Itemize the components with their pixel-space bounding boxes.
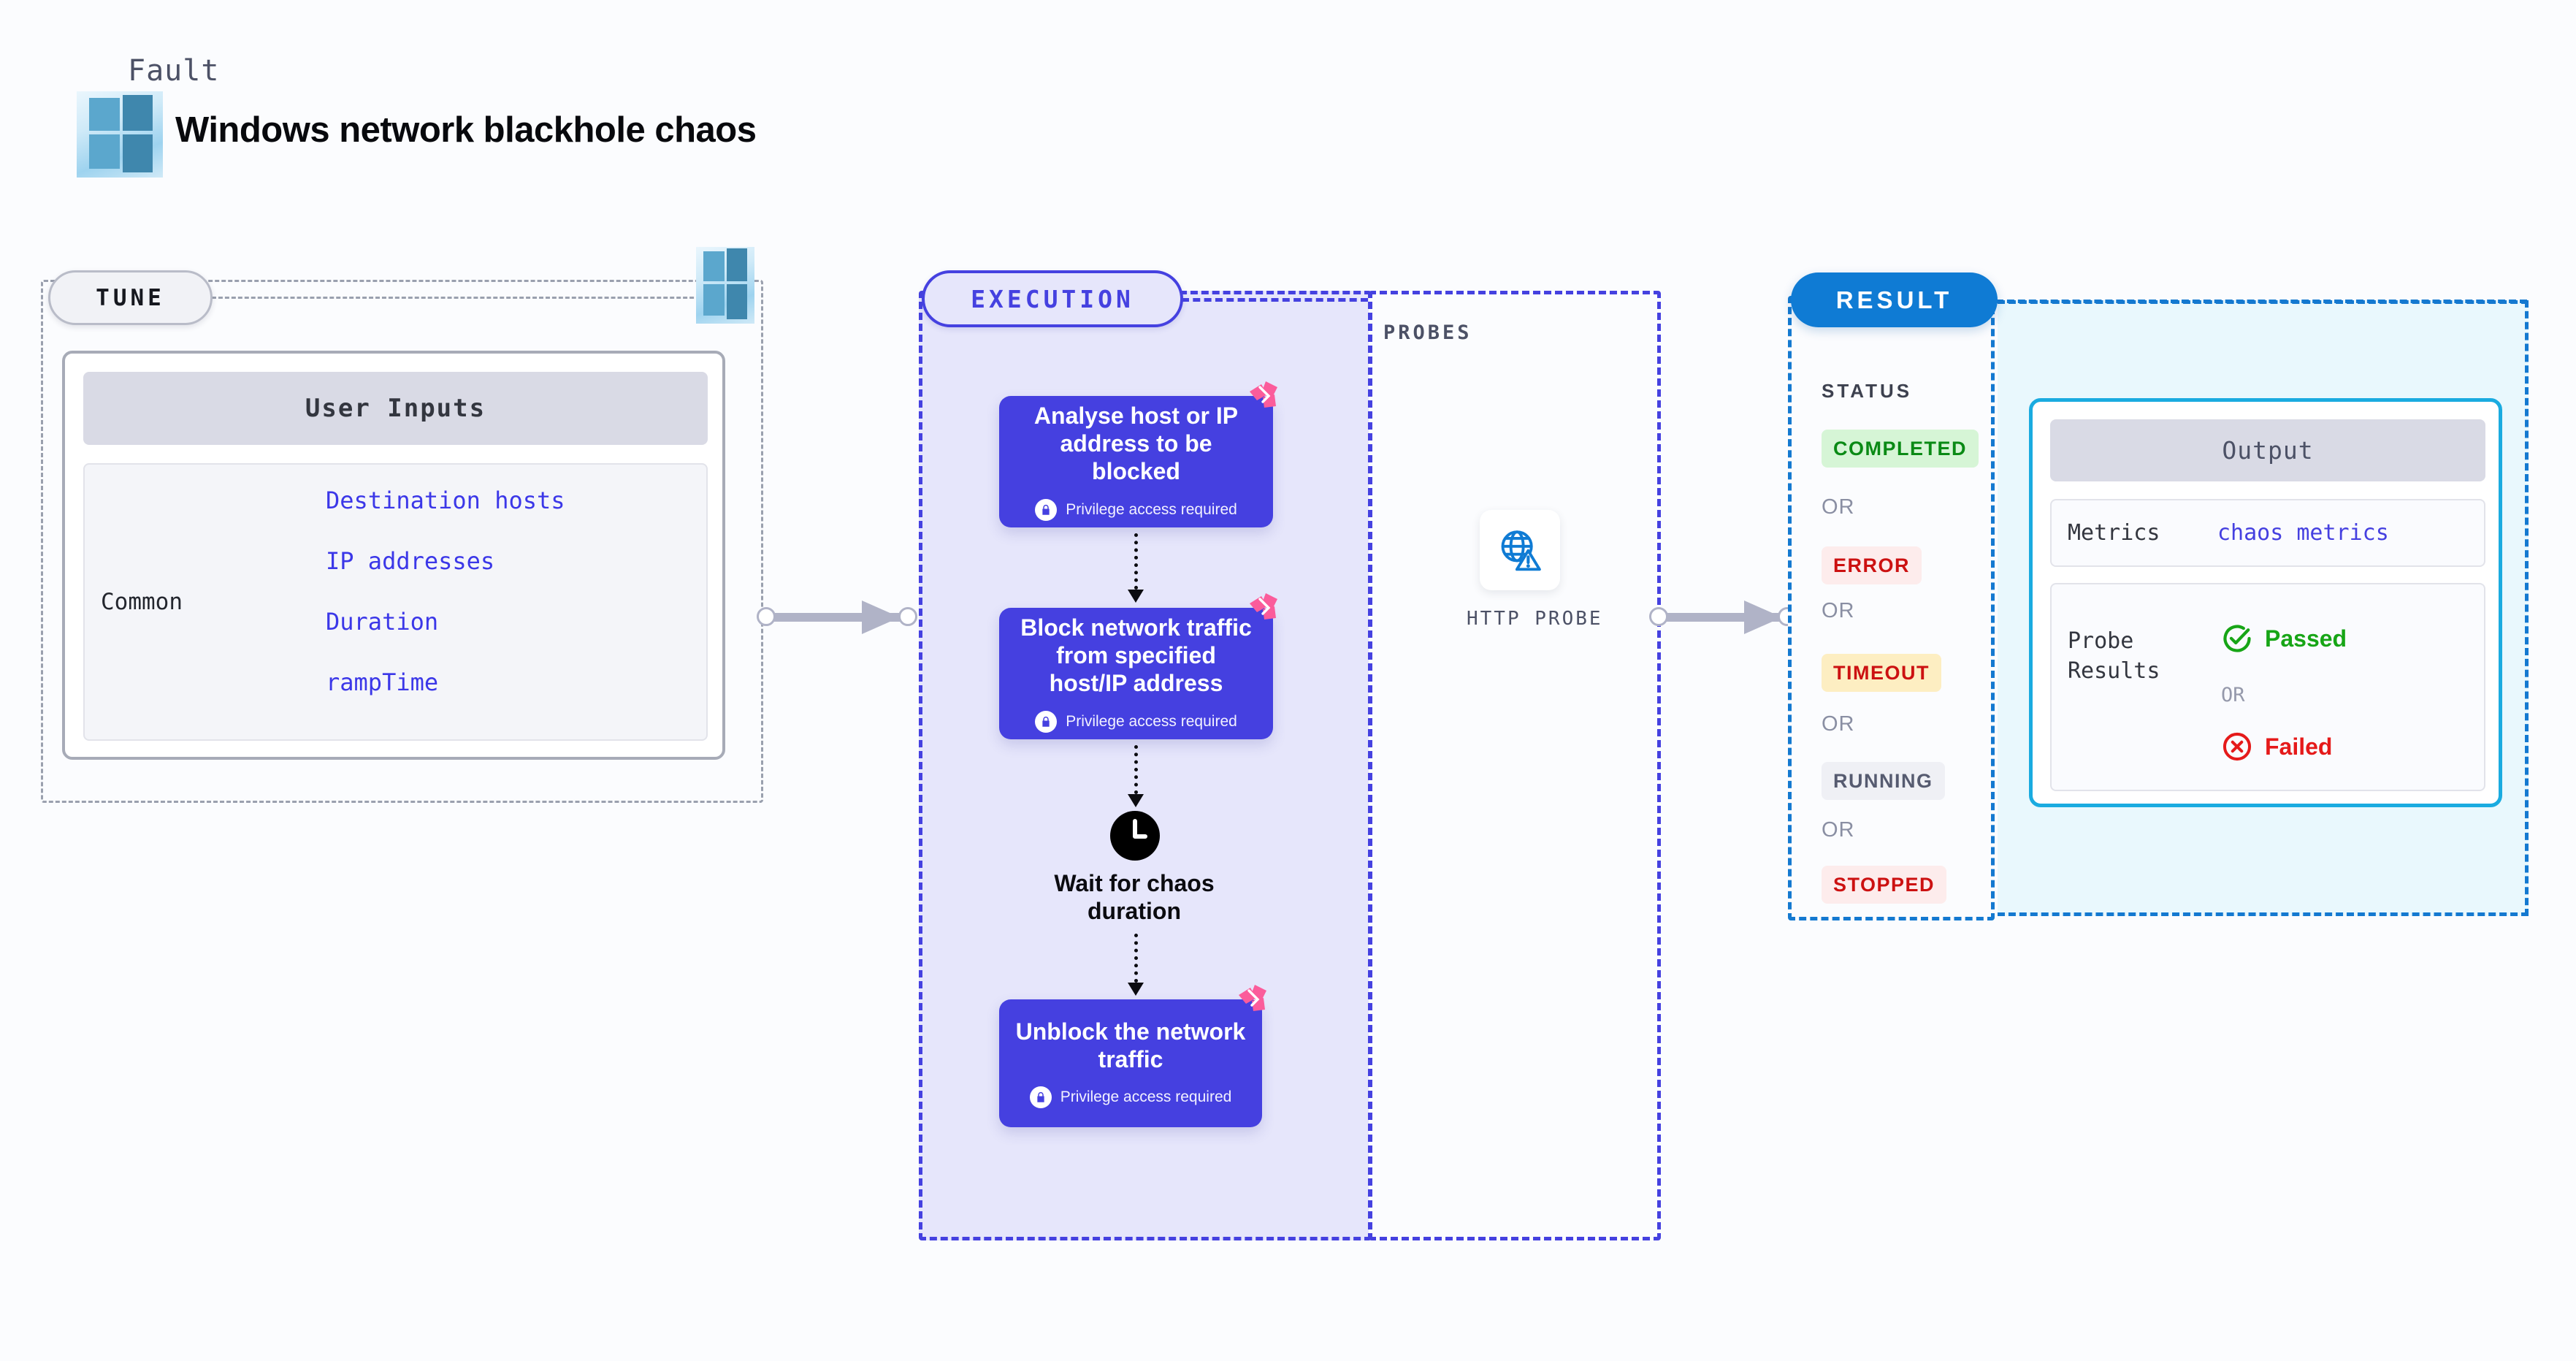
litmus-chaos-badge-icon [1239, 985, 1266, 1011]
probes-section-title: PROBES [1383, 321, 1472, 344]
page-header: Fault Windows network blackhole chaos [69, 44, 1092, 178]
probe-result-passed-label: Passed [2265, 625, 2347, 652]
parameter-group-label: Common [101, 589, 183, 615]
litmus-chaos-badge-icon [1250, 381, 1277, 408]
parameter-item[interactable]: Duration [326, 608, 439, 636]
probe-result-passed: Passed [2221, 622, 2347, 655]
output-metrics-key: Metrics [2068, 520, 2160, 546]
status-badge-timeout: TIMEOUT [1822, 654, 1941, 692]
execution-step-card[interactable]: Analyse host or IP address to be blocked… [999, 381, 1277, 527]
user-inputs-title: User Inputs [83, 372, 708, 445]
user-inputs-card: User Inputs Common Destination hosts IP … [62, 351, 725, 760]
lock-icon [1035, 498, 1058, 521]
result-section-pill[interactable]: RESULT [1791, 272, 1998, 327]
execution-step-card[interactable]: Unblock the network traffic Privilege ac… [999, 985, 1266, 1127]
status-section-title: STATUS [1822, 380, 1913, 402]
user-inputs-body: Common Destination hosts IP addresses Du… [83, 463, 708, 741]
check-circle-icon [2223, 625, 2251, 652]
tune-panel-top-divider [212, 297, 707, 299]
lock-icon [1035, 710, 1058, 733]
probe-result-failed-label: Failed [2265, 733, 2333, 760]
or-separator: OR [1822, 818, 1855, 842]
execution-panel-top-divider [1182, 298, 1368, 302]
clock-icon [1110, 811, 1160, 861]
or-separator: OR [1822, 599, 1855, 622]
status-badge-error: ERROR [1822, 546, 1922, 584]
litmus-chaos-badge-icon [1250, 593, 1277, 619]
connector-tune-to-execution [757, 601, 917, 634]
flow-arrow [1128, 533, 1144, 603]
execution-step-title: Block network traffic from specified hos… [1020, 614, 1252, 696]
probe-item-label: HTTP PROBE [1467, 608, 1603, 630]
tune-section-pill[interactable]: TUNE [48, 270, 213, 325]
globe-warning-icon [1479, 510, 1560, 590]
flow-arrow [1128, 745, 1144, 807]
probe-item-http[interactable]: HTTP PROBE [1467, 510, 1603, 630]
privilege-note-label: Privilege access required [1066, 500, 1237, 518]
privilege-note-label: Privilege access required [1066, 712, 1237, 730]
parameter-item[interactable]: Destination hosts [326, 487, 565, 514]
execution-step-card[interactable]: Block network traffic from specified hos… [999, 593, 1277, 739]
windows-logo-icon [77, 91, 163, 178]
or-separator: OR [2221, 684, 2245, 706]
privilege-note: Privilege access required [1035, 498, 1237, 521]
execution-section-pill[interactable]: EXECUTION [922, 270, 1183, 327]
fault-kicker: Fault [128, 54, 220, 88]
lock-icon [1029, 1086, 1052, 1109]
page-title: Windows network blackhole chaos [175, 110, 757, 150]
probes-panel [1369, 291, 1661, 1240]
privilege-note: Privilege access required [1029, 1086, 1232, 1109]
output-card-title: Output [2050, 419, 2485, 481]
output-metrics-value[interactable]: chaos metrics [2217, 520, 2389, 546]
privilege-note: Privilege access required [1035, 710, 1237, 733]
or-separator: OR [1822, 712, 1855, 736]
or-separator: OR [1822, 495, 1855, 519]
flow-arrow [1128, 934, 1144, 996]
output-metrics-row: Metrics chaos metrics [2050, 499, 2485, 567]
privilege-note-label: Privilege access required [1060, 1089, 1232, 1106]
status-badge-running: RUNNING [1822, 762, 1945, 800]
parameter-item[interactable]: IP addresses [326, 547, 495, 575]
output-probe-results-key: Probe Results [2068, 628, 2160, 684]
output-card: Output Metrics chaos metrics Probe Resul… [2029, 398, 2502, 807]
probe-result-failed: Failed [2221, 731, 2332, 763]
tune-panel [41, 280, 763, 803]
wait-step-label: Wait for chaos duration [1054, 870, 1215, 925]
x-circle-icon [2223, 732, 2252, 761]
execution-step-title: Analyse host or IP address to be blocked [1033, 403, 1239, 484]
parameter-list: Destination hosts IP addresses Duration … [326, 487, 691, 729]
execution-step-title: Unblock the network traffic [1015, 1018, 1246, 1072]
connector-probes-to-result [1649, 601, 1797, 634]
status-badge-stopped: STOPPED [1822, 866, 1947, 904]
parameter-item[interactable]: rampTime [326, 668, 439, 696]
result-panel-top-divider [1996, 300, 2527, 303]
status-badge-completed: COMPLETED [1822, 430, 1979, 468]
result-status-panel [1788, 296, 1995, 920]
output-probe-results-row: Probe Results Passed OR Failed [2050, 583, 2485, 791]
windows-logo-icon [696, 247, 754, 324]
